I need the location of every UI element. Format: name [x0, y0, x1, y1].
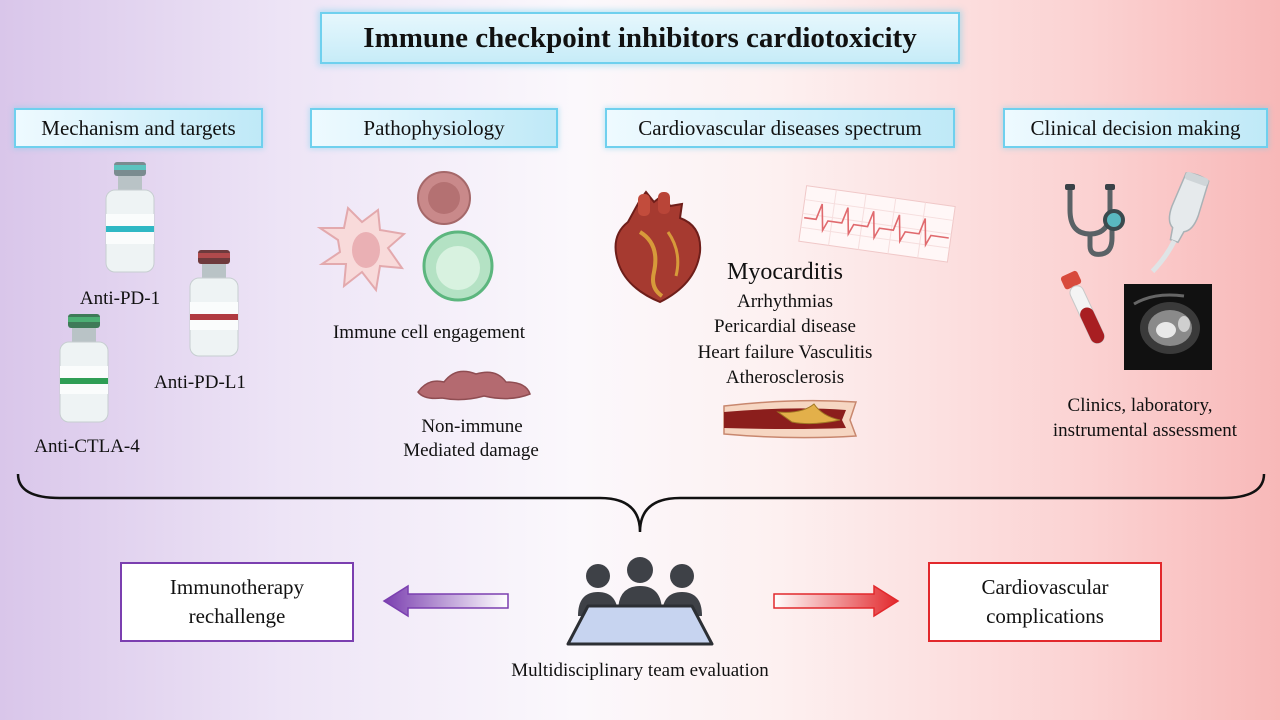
tissue-damage-icon	[417, 370, 531, 401]
vial-icon	[105, 162, 155, 273]
drug-label-anti-pd-l1: Anti-PD-L1	[154, 372, 246, 393]
header-clinical: Clinical decision making	[1003, 108, 1268, 148]
artery-plaque-icon	[723, 399, 858, 439]
clinical-label-line2: instrumental assessment	[1052, 420, 1238, 441]
outcome-complications-box: Cardiovascular complications	[928, 562, 1162, 642]
drug-label-anti-pd-1: Anti-PD-1	[79, 288, 161, 309]
outcome-rechallenge-line1: Immunotherapy	[169, 575, 305, 599]
nonimmune-label-line1: Non-immune	[421, 416, 523, 437]
immune-engagement-label: Immune cell engagement	[332, 322, 526, 343]
vial-icon	[189, 250, 239, 357]
disease-atherosclerosis: Atherosclerosis	[725, 367, 845, 388]
immune-cell-icon	[316, 171, 494, 302]
ultrasound-probe-icon	[1150, 171, 1210, 274]
heart-icon	[614, 190, 702, 304]
outcome-complications-line1: Cardiovascular	[981, 575, 1109, 599]
nonimmune-label-line2: Mediated damage	[403, 440, 539, 461]
main-disease-myocarditis: Myocarditis	[727, 259, 843, 285]
drug-label-anti-ctla-4: Anti-CTLA-4	[34, 436, 140, 457]
team-meeting-icon	[566, 557, 714, 646]
disease-pericardial: Pericardial disease	[714, 316, 856, 337]
cardiac-mri-icon	[1124, 284, 1212, 370]
arrow-left-purple	[382, 584, 509, 618]
arrow-right-red	[773, 584, 900, 618]
disease-arrhythmias: Arrhythmias	[736, 291, 834, 312]
ecg-strip-icon	[798, 185, 956, 263]
grouping-brace	[16, 473, 1266, 533]
vial-icon	[59, 314, 109, 423]
disease-heart-failure-vasculitis: Heart failure Vasculitis	[697, 342, 873, 363]
header-mechanism: Mechanism and targets	[14, 108, 263, 148]
outcome-rechallenge-line2: rechallenge	[188, 604, 286, 628]
blood-tube-icon	[1060, 270, 1105, 344]
header-pathophysiology: Pathophysiology	[310, 108, 558, 148]
outcome-rechallenge-box: Immunotherapy rechallenge	[120, 562, 354, 642]
stethoscope-icon	[1065, 184, 1125, 257]
diagram-title: Immune checkpoint inhibitors cardiotoxic…	[320, 12, 960, 64]
clinical-label-line1: Clinics, laboratory,	[1067, 395, 1213, 416]
outcome-complications-line2: complications	[986, 604, 1104, 628]
team-evaluation-label: Multidisciplinary team evaluation	[511, 660, 769, 681]
header-cardiovascular: Cardiovascular diseases spectrum	[605, 108, 955, 148]
